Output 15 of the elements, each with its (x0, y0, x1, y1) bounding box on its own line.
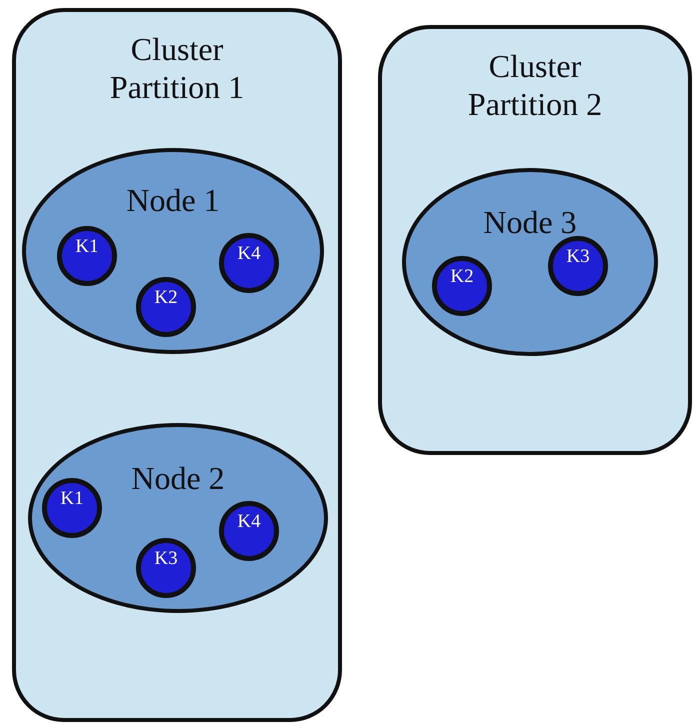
key-label: K1 (75, 237, 99, 257)
key-label: K1 (60, 489, 84, 509)
key-label: K2 (450, 267, 474, 287)
node-title: Node 3 (482, 204, 578, 240)
key-label: K3 (154, 549, 178, 569)
cluster-partition-box (378, 25, 692, 455)
key-label: K3 (566, 247, 590, 267)
cluster-title: Cluster Partition 1 (108, 30, 246, 106)
node-title: Node 2 (130, 460, 226, 496)
cluster-title: Cluster Partition 2 (466, 47, 604, 123)
key-label: K2 (154, 288, 178, 308)
key-label: K4 (237, 512, 261, 532)
node-title: Node 1 (125, 182, 221, 218)
key-label: K4 (237, 244, 261, 264)
cluster-partition-box (12, 8, 342, 722)
